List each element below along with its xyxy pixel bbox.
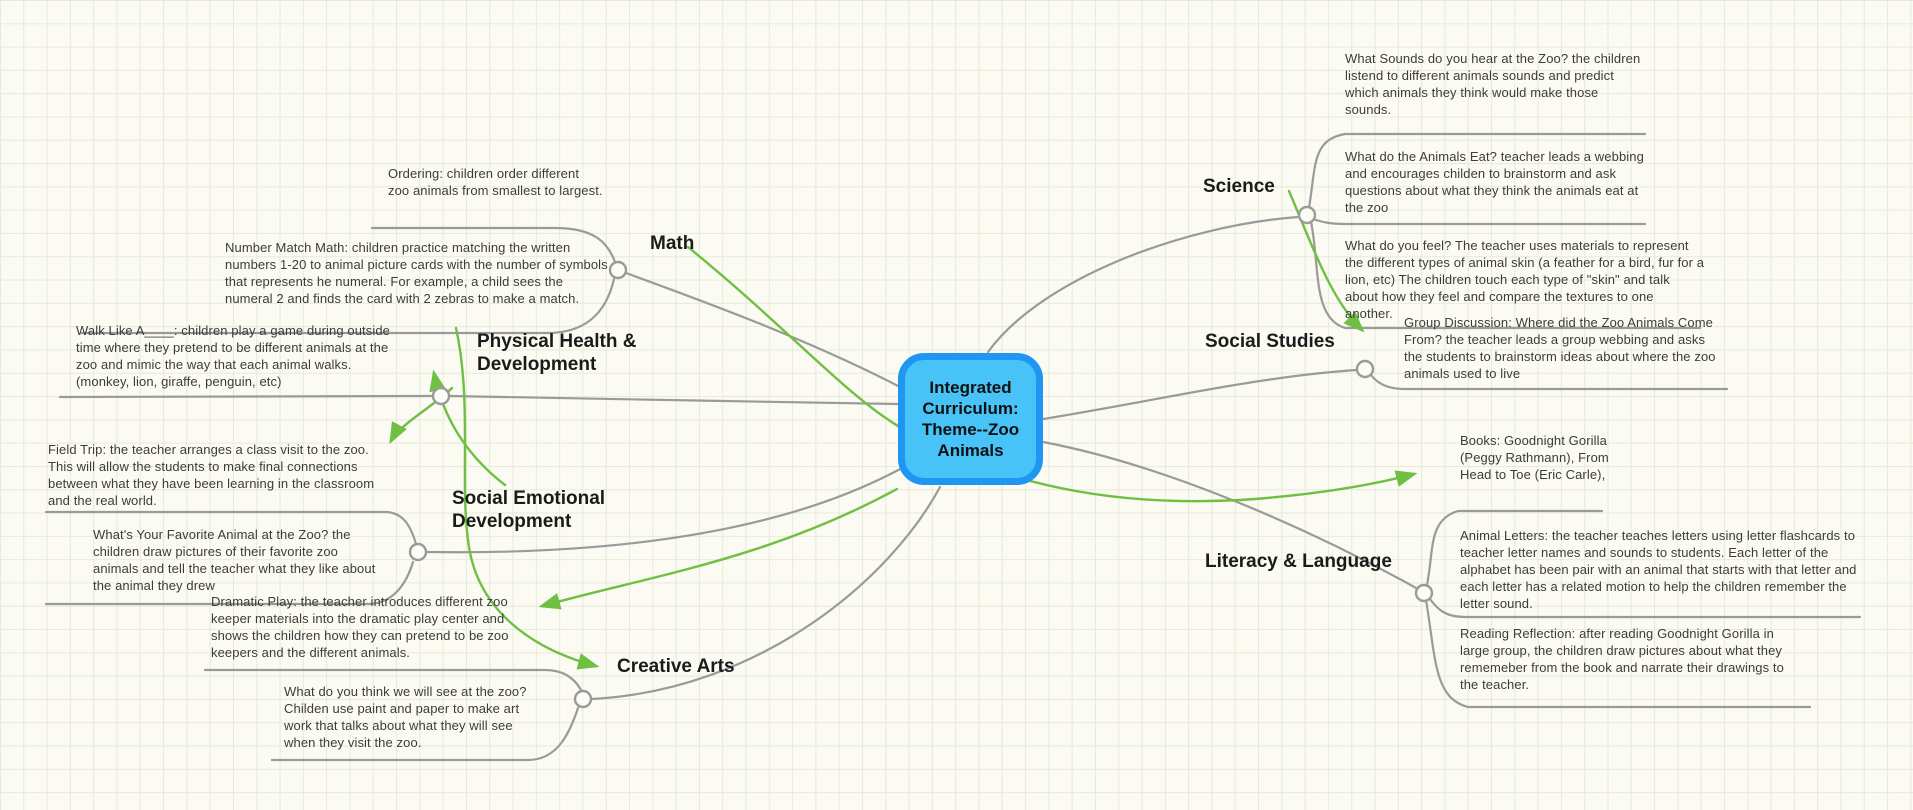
branch-line-number-match[interactable] xyxy=(80,277,616,335)
branch-label-social-emotional[interactable]: Social Emotional Development xyxy=(452,488,606,532)
branch-line-favorite-animal[interactable] xyxy=(44,560,415,606)
branch-line-what-see[interactable] xyxy=(270,706,580,762)
node-handle-creative-arts[interactable] xyxy=(573,689,593,709)
central-topic-node[interactable]: Integrated Curriculum: Theme--Zoo Animal… xyxy=(898,353,1043,485)
branch-label-science[interactable]: Science xyxy=(1203,176,1275,197)
node-handle-literacy[interactable] xyxy=(1414,583,1434,603)
item-dramatic-play[interactable]: Dramatic Play: the teacher introduces di… xyxy=(211,594,509,660)
item-books[interactable]: Books: Goodnight Gorilla (Peggy Rathmann… xyxy=(1460,433,1609,482)
item-feel[interactable]: What do you feel? The teacher uses mater… xyxy=(1345,238,1705,321)
branch-label-physical-health[interactable]: Physical Health & Development xyxy=(477,331,637,375)
branch-line-reading-reflection[interactable] xyxy=(1424,598,1812,709)
branch-line-center-social-emotional[interactable] xyxy=(425,466,904,554)
branch-line-field-trip[interactable] xyxy=(44,510,418,546)
branch-label-creative-arts[interactable]: Creative Arts xyxy=(617,656,735,677)
branch-line-center-physical-health[interactable] xyxy=(448,394,900,406)
item-sounds[interactable]: What Sounds do you hear at the Zoo? the … xyxy=(1345,51,1641,117)
branch-line-center-science[interactable] xyxy=(986,215,1300,354)
branch-line-animal-letters[interactable] xyxy=(1428,597,1862,619)
branch-line-books[interactable] xyxy=(1425,509,1604,587)
central-topic-label: Integrated Curriculum: Theme--Zoo Animal… xyxy=(921,378,1020,460)
item-group-discussion[interactable]: Group Discussion: Where did the Zoo Anim… xyxy=(1404,315,1716,381)
branch-label-literacy[interactable]: Literacy & Language xyxy=(1205,551,1392,572)
branch-line-ordering[interactable] xyxy=(370,226,617,264)
crosslink-arrow-math-to-books[interactable] xyxy=(686,245,1418,503)
item-reading-reflection[interactable]: Reading Reflection: after reading Goodni… xyxy=(1460,626,1784,692)
crosslink-arrow-science-to-group-discussion[interactable] xyxy=(1287,189,1365,333)
branch-label-math[interactable]: Math xyxy=(650,233,695,254)
branch-line-center-social-studies[interactable] xyxy=(1041,368,1358,421)
item-animals-eat[interactable]: What do the Animals Eat? teacher leads a… xyxy=(1345,149,1644,215)
branch-line-dramatic-play[interactable] xyxy=(203,668,583,692)
branch-label-social-studies[interactable]: Social Studies xyxy=(1205,331,1335,352)
crosslink-arrow-to-walk-like[interactable] xyxy=(429,369,507,487)
node-handle-science[interactable] xyxy=(1297,205,1317,225)
item-favorite-animal[interactable]: What's Your Favorite Animal at the Zoo? … xyxy=(93,527,376,593)
node-handle-social-studies[interactable] xyxy=(1355,359,1375,379)
branch-line-center-math[interactable] xyxy=(624,271,904,390)
item-ordering[interactable]: Ordering: children order different zoo a… xyxy=(388,166,603,198)
item-field-trip[interactable]: Field Trip: the teacher arranges a class… xyxy=(48,442,375,508)
branch-line-feel[interactable] xyxy=(1309,220,1702,330)
item-walk-like[interactable]: Walk Like A____: children play a game du… xyxy=(76,323,391,389)
branch-line-center-creative-arts[interactable] xyxy=(590,485,942,701)
branch-line-walk-like[interactable] xyxy=(58,394,434,399)
item-number-match[interactable]: Number Match Math: children practice mat… xyxy=(225,240,608,306)
item-what-see[interactable]: What do you think we will see at the zoo… xyxy=(284,684,527,750)
node-handle-social-emotional[interactable] xyxy=(408,542,428,562)
crosslink-arrow-center-to-dramatic-play[interactable] xyxy=(538,487,899,610)
branch-line-animals-eat[interactable] xyxy=(1311,217,1647,226)
branch-line-center-literacy[interactable] xyxy=(1041,440,1418,590)
item-animal-letters[interactable]: Animal Letters: the teacher teaches lett… xyxy=(1460,528,1857,611)
node-handle-physical-health[interactable] xyxy=(431,386,451,406)
branch-line-sounds[interactable] xyxy=(1307,132,1647,210)
crosslink-arrow-to-creative-arts[interactable] xyxy=(454,326,600,670)
node-handle-math[interactable] xyxy=(608,260,628,280)
branch-line-group-discussion[interactable] xyxy=(1369,373,1729,391)
